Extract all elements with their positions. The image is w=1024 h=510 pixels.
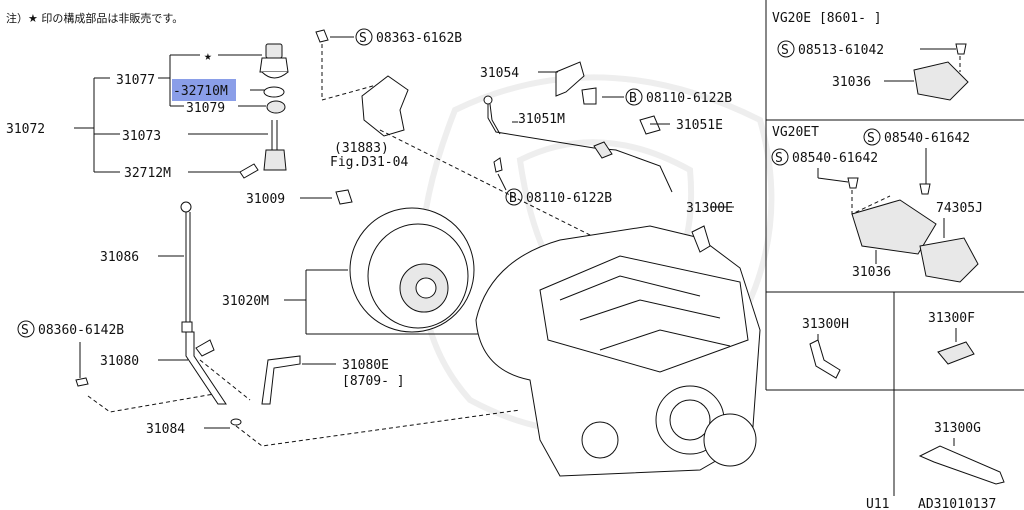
s-mark-08360: S [21, 323, 29, 338]
label-31020m: 31020M [222, 294, 269, 309]
label-32710m: -32710M [173, 84, 228, 99]
bolt-08540-a-callout: S [863, 128, 881, 146]
label-31080e-date: [8709- ] [342, 374, 405, 389]
label-08363: 08363-6162B [376, 31, 462, 46]
gear-assembly-illustration [239, 43, 289, 179]
footer-code-u11: U11 [866, 497, 889, 510]
note-text: 注）★ 印の構成部品は非販売です。 [6, 11, 183, 25]
bolt-08363-callout: S [355, 28, 373, 46]
dipstick-illustration [75, 201, 242, 426]
module-31036-vg20et-illustration [851, 199, 937, 255]
module-31036-vg20e-illustration [913, 61, 969, 101]
label-31072: 31072 [6, 122, 45, 137]
bolt-08363-illustration [315, 29, 329, 43]
bolt-08540-a-illustration [919, 183, 931, 195]
highlight-32710m [172, 79, 236, 101]
sensor-cable-illustration [483, 61, 673, 193]
bracket-31883-illustration [361, 75, 409, 137]
vg20et-title: VG20ET [772, 125, 819, 140]
label-31080: 31080 [100, 354, 139, 369]
label-31009: 31009 [246, 192, 285, 207]
b-mark-08110b: B [509, 191, 517, 206]
label-31073: 31073 [122, 129, 161, 144]
clip-31300h-illustration [809, 339, 841, 379]
connector-74305j-illustration [919, 237, 979, 283]
b-mark-08110a: B [629, 91, 637, 106]
transmission-illustration [475, 225, 761, 477]
vg20e-title: VG20E [8601- ] [772, 11, 882, 26]
bolt-08540-b-illustration [847, 177, 859, 189]
vg20et-bolt2-label: 08540-61642 [792, 151, 878, 166]
label-31300e: 31300E [686, 201, 733, 216]
dash-leader-pipe [199, 359, 251, 401]
label-08360: 08360-6142B [38, 323, 124, 338]
dash-leader-bolt [87, 393, 215, 413]
bolt-08110b-callout: B [505, 188, 523, 206]
star-mark: ★ [204, 49, 212, 64]
vg20e-part-label: 31036 [832, 75, 871, 90]
footer-code-ad: AD31010137 [918, 497, 996, 510]
vg20et-part2-label: 74305J [936, 201, 983, 216]
vg20et-bolt1-label: 08540-61642 [884, 131, 970, 146]
label-31300f: 31300F [928, 311, 975, 326]
label-31086: 31086 [100, 250, 139, 265]
right-panel-frames [765, 0, 1024, 496]
left-bracket-lines [74, 54, 268, 173]
plug-31009-illustration [335, 189, 353, 205]
label-31077: 31077 [116, 73, 155, 88]
s-mark-08513: S [781, 43, 789, 58]
bolt-08360-callout: S [17, 320, 35, 338]
label-fig-d31-04: Fig.D31-04 [330, 155, 408, 170]
vg20e-bolt-label: 08513-61042 [798, 43, 884, 58]
vg20et-part1-label: 31036 [852, 265, 891, 280]
s-mark-08363: S [359, 31, 367, 46]
torque-converter-illustration [349, 207, 475, 333]
dash-leader-tube [235, 409, 521, 447]
bolt-08513-illustration [955, 43, 967, 55]
s-mark-08540-b: S [775, 151, 783, 166]
label-31080e: 31080E [342, 358, 389, 373]
bolt-08540-b-callout: S [771, 148, 789, 166]
s-mark-08540-a: S [867, 131, 875, 146]
label-31300g: 31300G [934, 421, 981, 436]
label-31051e: 31051E [676, 118, 723, 133]
label-31051m: 31051M [518, 112, 565, 127]
dash-leader-08363 [321, 44, 381, 101]
label-31079: 31079 [186, 101, 225, 116]
bolt-08110a-callout: B [625, 88, 643, 106]
label-32712m: 32712M [124, 166, 171, 181]
label-08110a: 08110-6122B [646, 91, 732, 106]
label-31084: 31084 [146, 422, 185, 437]
label-08110b: 08110-6122B [526, 191, 612, 206]
label-31054: 31054 [480, 66, 519, 81]
tube-31080e-illustration [261, 355, 301, 405]
clip-31300f-illustration [937, 341, 975, 365]
label-31883: (31883) [334, 141, 389, 156]
bolt-08513-callout: S [777, 40, 795, 58]
tie-31300g-illustration [918, 445, 1005, 485]
label-31300h: 31300H [802, 317, 849, 332]
